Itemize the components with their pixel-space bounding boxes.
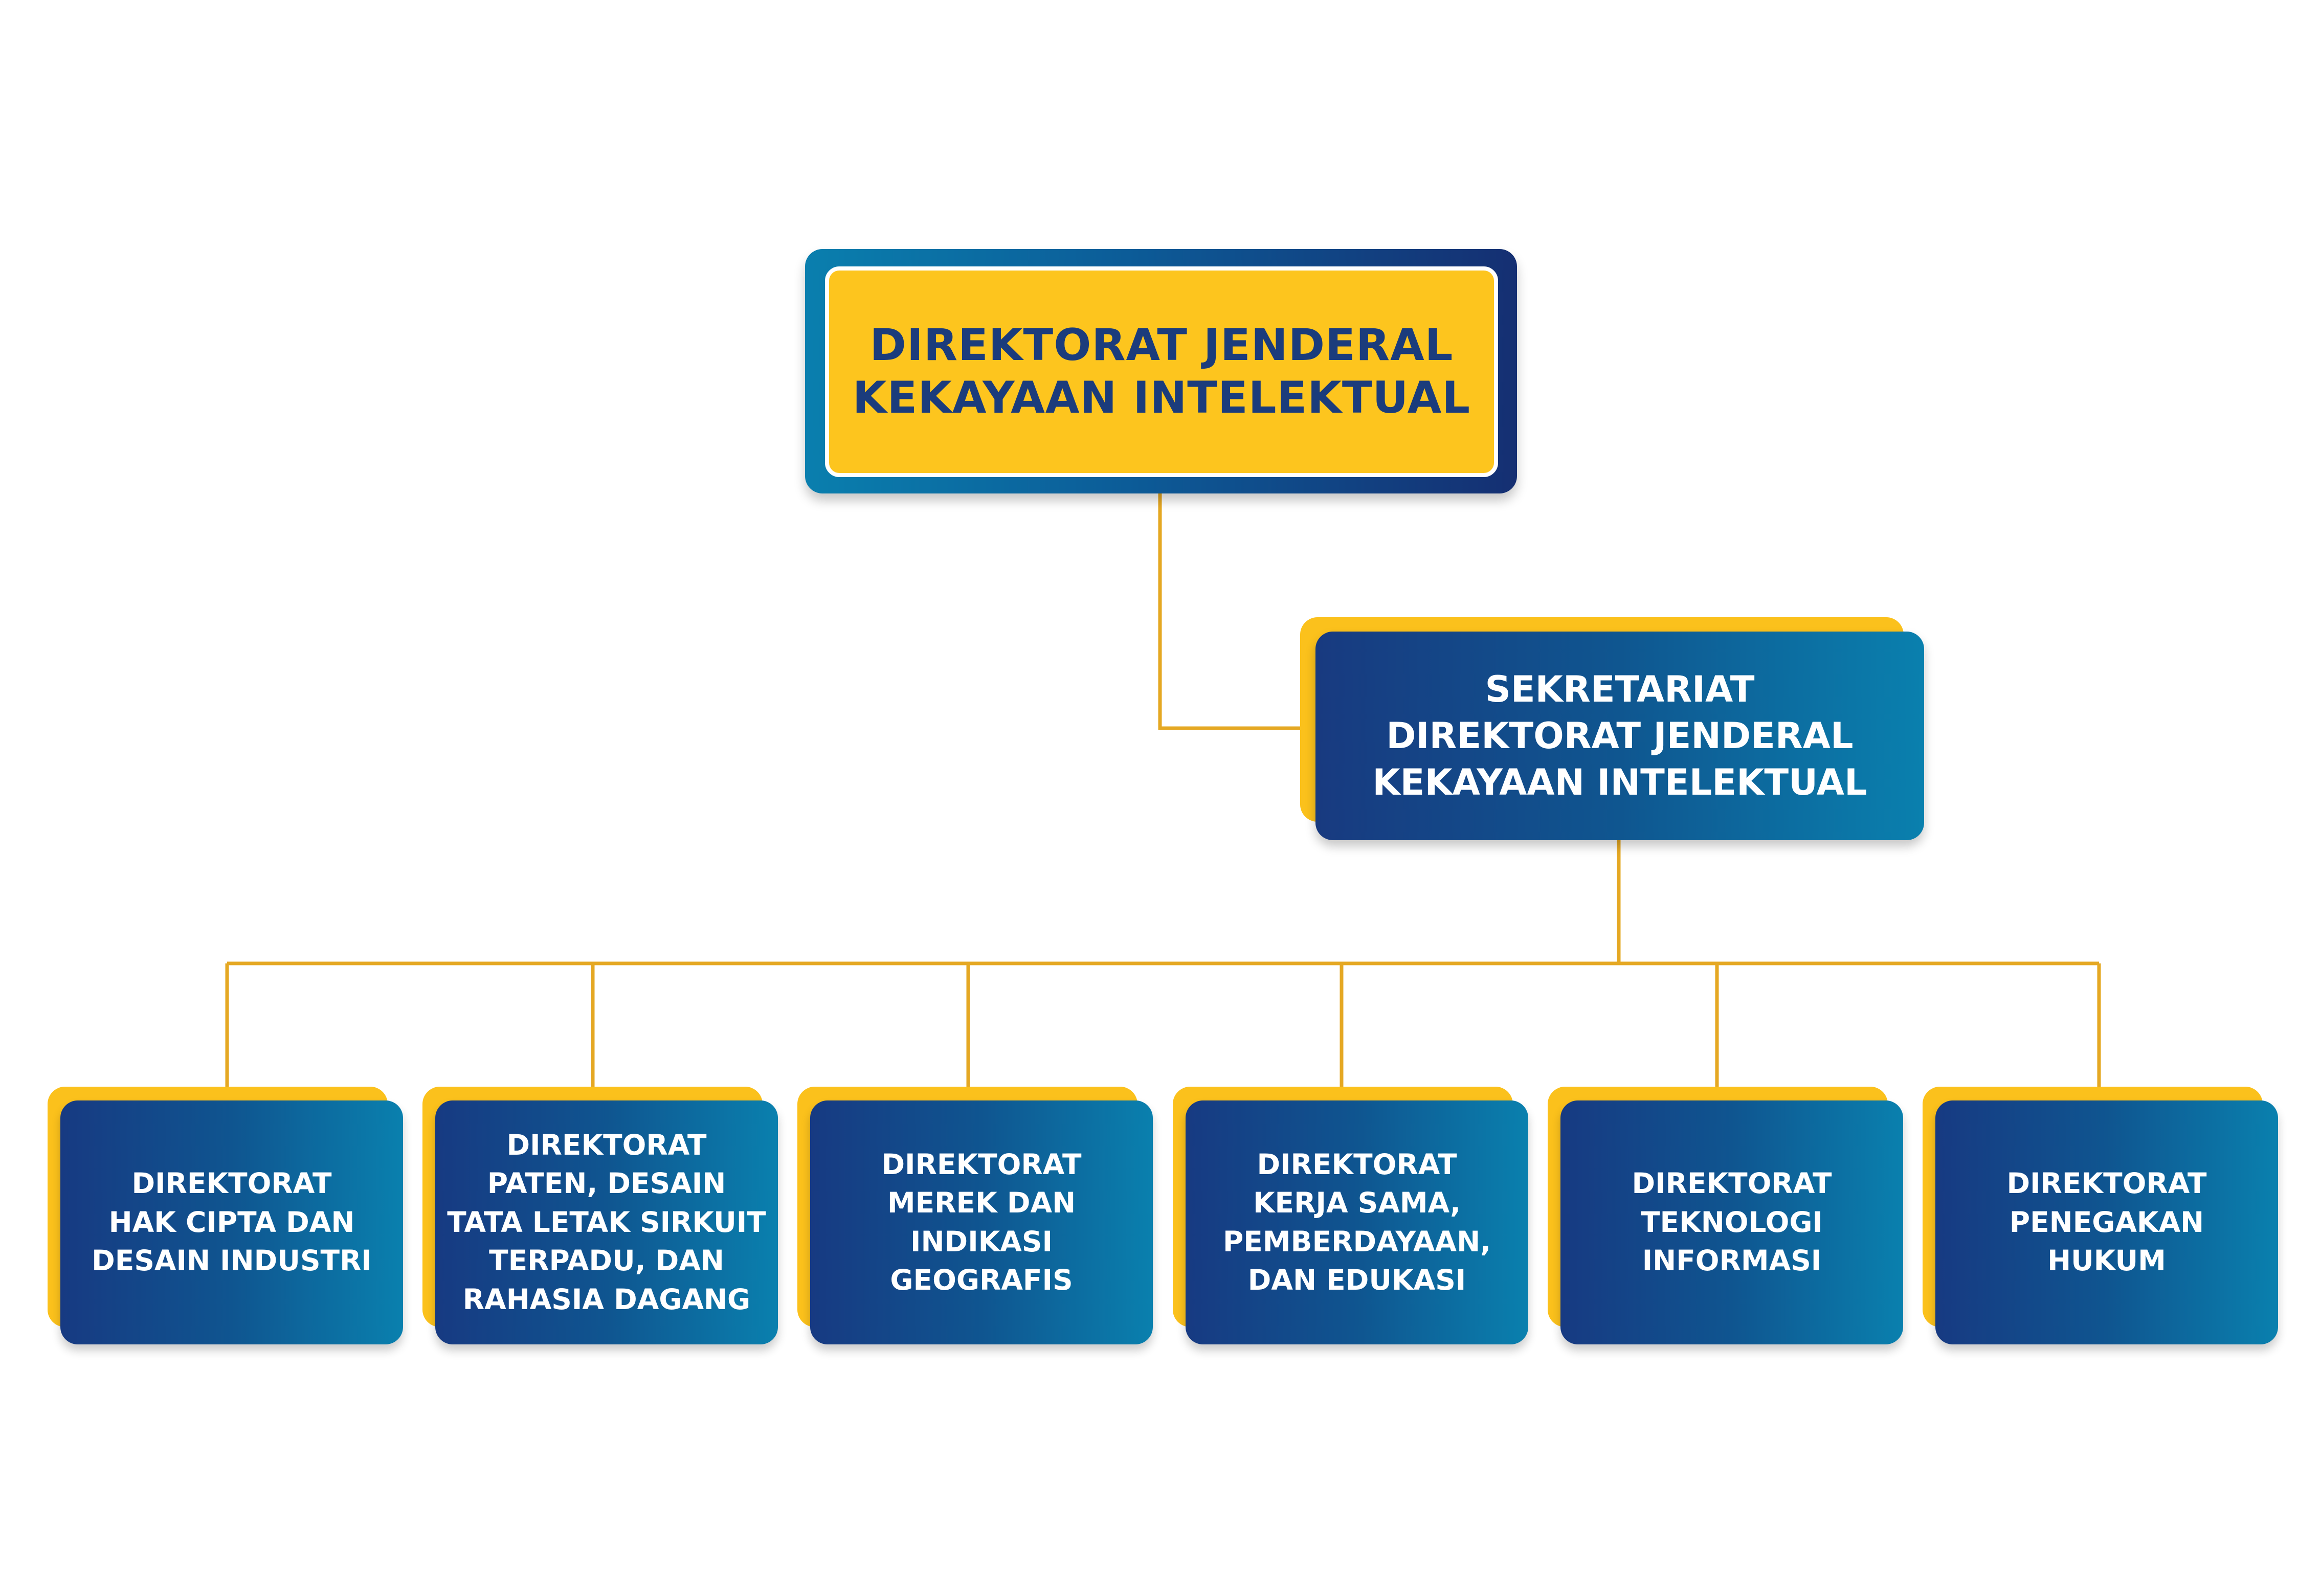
- directorate-node-label: DIREKTORAT HAK CIPTA DAN DESAIN INDUSTRI: [92, 1164, 372, 1280]
- directorate-node-teknologi-informasi[interactable]: DIREKTORAT TEKNOLOGI INFORMASI: [1560, 1100, 1903, 1344]
- secretariat-node[interactable]: SEKRETARIAT DIREKTORAT JENDERAL KEKAYAAN…: [1315, 632, 1924, 840]
- directorate-node-penegakan-hukum[interactable]: DIREKTORAT PENEGAKAN HUKUM: [1935, 1100, 2278, 1344]
- directorate-node-paten[interactable]: DIREKTORAT PATEN, DESAIN TATA LETAK SIRK…: [435, 1100, 778, 1344]
- directorate-node-label: DIREKTORAT MEREK DAN INDIKASI GEOGRAFIS: [881, 1145, 1081, 1299]
- directorate-node-label: DIREKTORAT PATEN, DESAIN TATA LETAK SIRK…: [447, 1126, 766, 1319]
- connector-root-secretariat: [1160, 493, 1300, 728]
- root-node[interactable]: DIREKTORAT JENDERAL KEKAYAAN INTELEKTUAL: [825, 266, 1498, 477]
- directorate-node-kerja-sama[interactable]: DIREKTORAT KERJA SAMA, PEMBERDAYAAN, DAN…: [1186, 1100, 1528, 1344]
- directorate-node-label: DIREKTORAT TEKNOLOGI INFORMASI: [1632, 1164, 1832, 1280]
- directorate-node-merek[interactable]: DIREKTORAT MEREK DAN INDIKASI GEOGRAFIS: [810, 1100, 1153, 1344]
- directorate-node-label: DIREKTORAT KERJA SAMA, PEMBERDAYAAN, DAN…: [1223, 1145, 1491, 1299]
- directorate-node-hak-cipta[interactable]: DIREKTORAT HAK CIPTA DAN DESAIN INDUSTRI: [60, 1100, 403, 1344]
- directorate-node-label: DIREKTORAT PENEGAKAN HUKUM: [2006, 1164, 2206, 1280]
- root-node-label: DIREKTORAT JENDERAL KEKAYAAN INTELEKTUAL: [853, 319, 1470, 424]
- secretariat-node-label: SEKRETARIAT DIREKTORAT JENDERAL KEKAYAAN…: [1372, 666, 1867, 806]
